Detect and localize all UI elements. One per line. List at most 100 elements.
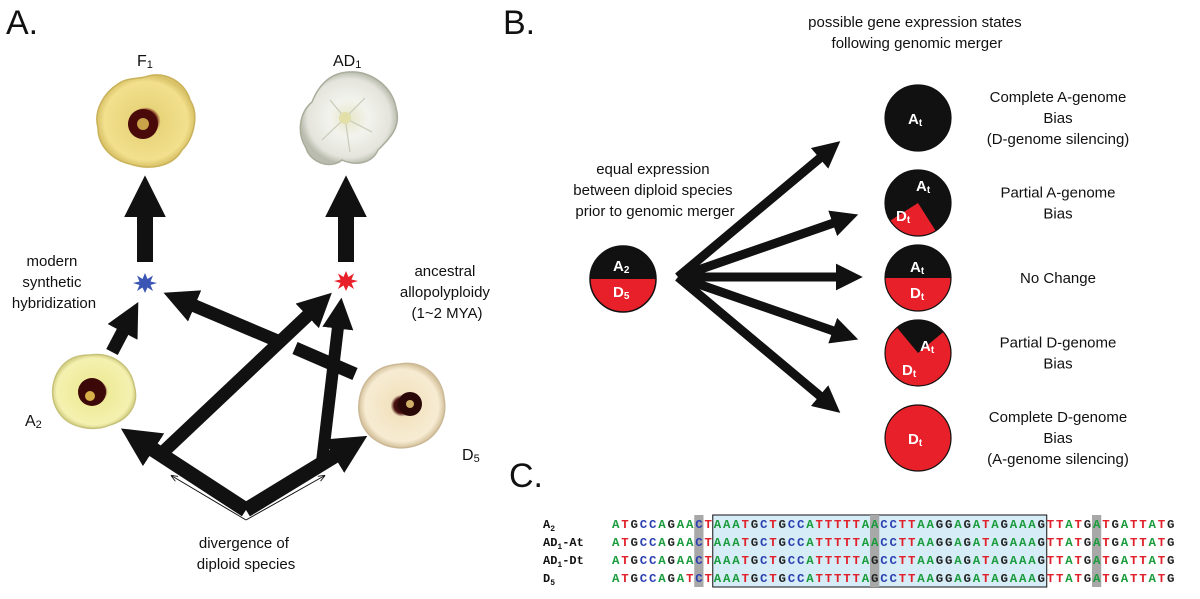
base-2-41: T	[982, 536, 990, 550]
base-2-36: G	[936, 536, 943, 550]
base-2-2: T	[621, 536, 629, 550]
base-3-17: C	[760, 554, 768, 568]
d5-label: D5	[462, 447, 480, 465]
base-1-5: C	[649, 518, 657, 532]
base-1-49: T	[1056, 518, 1064, 532]
base-2-27: T	[853, 536, 861, 550]
base-1-33: T	[908, 518, 916, 532]
expression-states-header: possible gene expression states followin…	[808, 14, 1026, 52]
base-2-30: C	[880, 536, 888, 550]
blue-star-icon	[133, 273, 157, 293]
base-3-27: T	[853, 554, 861, 568]
base-3-54: T	[1102, 554, 1110, 568]
base-1-59: A	[1149, 518, 1157, 532]
f1-label: F1	[137, 53, 153, 71]
base-4-20: C	[788, 572, 796, 586]
base-3-55: G	[1112, 554, 1119, 568]
base-3-39: G	[964, 554, 971, 568]
base-2-56: A	[1121, 536, 1129, 550]
base-2-32: T	[899, 536, 907, 550]
base-1-9: A	[686, 518, 694, 532]
base-2-26: T	[843, 536, 851, 550]
arrow-a2-to-f1-star	[106, 302, 139, 356]
base-3-20: C	[788, 554, 796, 568]
base-2-24: T	[825, 536, 833, 550]
snp-column	[694, 515, 704, 587]
base-3-21: C	[797, 554, 805, 568]
base-3-26: T	[843, 554, 851, 568]
base-2-60: T	[1158, 536, 1166, 550]
panel-b-label: B.	[503, 4, 535, 42]
base-4-21: C	[797, 572, 805, 586]
base-3-52: G	[1084, 554, 1091, 568]
dt-text: Dt	[896, 208, 911, 226]
base-2-1: A	[612, 536, 620, 550]
base-4-10: C	[695, 572, 703, 586]
base-4-58: T	[1139, 572, 1147, 586]
base-2-16: G	[751, 536, 758, 550]
a-genome-area	[885, 245, 951, 278]
base-1-29: A	[871, 518, 879, 532]
base-2-58: T	[1139, 536, 1147, 550]
panel-a-label: A.	[6, 4, 38, 42]
base-3-59: A	[1149, 554, 1157, 568]
base-4-54: T	[1102, 572, 1110, 586]
f1-flower-image	[96, 74, 196, 168]
base-1-31: C	[890, 518, 898, 532]
base-3-32: T	[899, 554, 907, 568]
base-2-57: T	[1130, 536, 1138, 550]
ad1-flower-image	[299, 71, 399, 166]
base-3-19: G	[779, 554, 786, 568]
base-4-22: A	[806, 572, 814, 586]
base-4-45: A	[1019, 572, 1027, 586]
base-1-48: T	[1047, 518, 1055, 532]
base-1-60: T	[1158, 518, 1166, 532]
base-2-21: C	[797, 536, 805, 550]
base-2-50: A	[1065, 536, 1073, 550]
base-1-56: A	[1121, 518, 1129, 532]
base-2-4: C	[640, 536, 648, 550]
base-1-52: G	[1084, 518, 1091, 532]
divergence-label: divergence of diploid species	[197, 535, 295, 573]
base-1-45: A	[1019, 518, 1027, 532]
red-star-icon	[334, 271, 358, 291]
base-2-44: A	[1010, 536, 1018, 550]
base-3-38: A	[954, 554, 962, 568]
base-1-58: T	[1139, 518, 1147, 532]
base-4-41: T	[982, 572, 990, 586]
dt-text: Dt	[908, 431, 923, 449]
arrow-ancestor-to-d5	[242, 435, 368, 517]
base-1-54: T	[1102, 518, 1110, 532]
base-1-32: T	[899, 518, 907, 532]
base-3-35: A	[927, 554, 935, 568]
base-3-57: T	[1130, 554, 1138, 568]
base-2-23: T	[816, 536, 824, 550]
base-4-40: A	[973, 572, 981, 586]
at-text: At	[916, 178, 931, 196]
ancestral-allopolyploidy-label: ancestral allopolyploidy (1~2 MYA)	[400, 263, 494, 322]
arrow-state-5	[675, 273, 841, 413]
base-3-5: C	[649, 554, 657, 568]
base-1-7: G	[668, 518, 675, 532]
base-4-28: A	[862, 572, 870, 586]
base-3-46: A	[1028, 554, 1036, 568]
base-1-10: C	[695, 518, 703, 532]
base-2-18: T	[769, 536, 777, 550]
base-4-18: T	[769, 572, 777, 586]
base-2-45: A	[1019, 536, 1027, 550]
base-2-8: A	[677, 536, 685, 550]
base-2-7: G	[668, 536, 675, 550]
expression-arrows	[675, 141, 863, 413]
base-4-37: G	[945, 572, 952, 586]
base-3-23: T	[816, 554, 824, 568]
base-2-37: G	[945, 536, 952, 550]
base-2-38: A	[954, 536, 962, 550]
base-2-35: A	[927, 536, 935, 550]
base-3-12: A	[714, 554, 722, 568]
base-4-44: A	[1010, 572, 1018, 586]
base-2-49: T	[1056, 536, 1064, 550]
base-4-7: G	[668, 572, 675, 586]
base-1-14: A	[732, 518, 740, 532]
